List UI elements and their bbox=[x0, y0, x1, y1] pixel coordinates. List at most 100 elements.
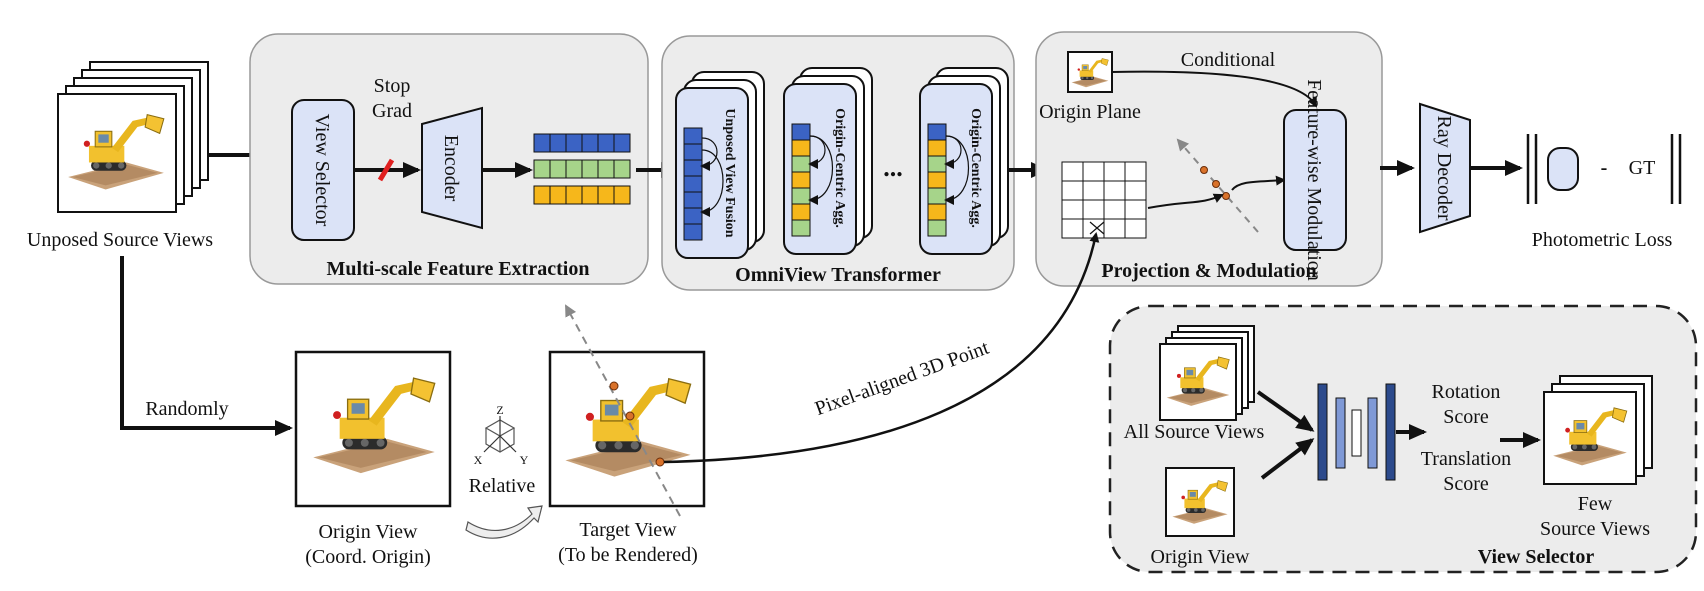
pixel-aligned-label: Pixel-aligned 3D Point bbox=[812, 337, 992, 421]
stop-grad-mark bbox=[377, 158, 395, 182]
grid-cell bbox=[1082, 180, 1105, 201]
block3-label: Origin-Centric Agg. bbox=[968, 108, 983, 228]
grid-cell bbox=[1082, 218, 1105, 239]
token-cell bbox=[927, 123, 947, 141]
feature-cell bbox=[581, 185, 599, 205]
rotation-score-l2: Score bbox=[1443, 406, 1489, 428]
conditional-label: Conditional bbox=[1181, 49, 1276, 71]
few-source-views-stack bbox=[1543, 375, 1653, 485]
grid-cell bbox=[1103, 161, 1126, 182]
origin-centric-agg-block-2: Origin-Centric Agg. bbox=[919, 67, 1009, 255]
few-source-l1: Few bbox=[1578, 493, 1613, 515]
block2-label: Origin-Centric Agg. bbox=[832, 108, 847, 228]
token-cell bbox=[927, 139, 947, 157]
view-selector-title: View Selector bbox=[1478, 546, 1595, 568]
omni-title: OmniView Transformer bbox=[735, 264, 941, 286]
vs-origin-view-label: Origin View bbox=[1151, 546, 1251, 568]
view-selector-panel bbox=[1108, 304, 1698, 574]
translation-score-l2: Score bbox=[1443, 473, 1489, 495]
token-cell bbox=[791, 203, 811, 221]
feature-cell bbox=[597, 185, 615, 205]
target-ray-line bbox=[565, 304, 681, 517]
token-cell bbox=[791, 219, 811, 237]
token-cell bbox=[927, 171, 947, 189]
gt-label: GT bbox=[1629, 157, 1656, 179]
multi-scale-features bbox=[533, 133, 631, 205]
token-cell bbox=[791, 123, 811, 141]
grid-cell bbox=[1103, 199, 1126, 220]
unposed-source-views bbox=[57, 61, 209, 213]
origin-plane-label: Origin Plane bbox=[1039, 101, 1141, 123]
axis-y-label: Y bbox=[520, 453, 529, 467]
randomly-arrow bbox=[120, 256, 293, 436]
grid-cell bbox=[1124, 199, 1147, 220]
grid-cell bbox=[1124, 218, 1147, 239]
axis-triad-icon: Z X Y bbox=[474, 403, 529, 467]
grid-cell bbox=[1082, 199, 1105, 220]
token-cell bbox=[927, 155, 947, 173]
token-cell bbox=[927, 187, 947, 205]
unposed-view-fusion-block: Unposed View Fusion bbox=[675, 71, 765, 259]
curved-arrow-icon bbox=[465, 505, 543, 539]
grid-cell bbox=[1061, 180, 1084, 201]
token-cell bbox=[683, 175, 703, 193]
translation-score-l1: Translation bbox=[1421, 448, 1511, 470]
grid-cell bbox=[1103, 180, 1126, 201]
axis-z-label: Z bbox=[496, 403, 503, 417]
relative-label: Relative bbox=[469, 475, 536, 497]
projected-point-mark bbox=[1089, 221, 1105, 235]
pixel-aligned-arrow bbox=[663, 232, 1100, 464]
token-cell bbox=[927, 203, 947, 221]
feature-cell bbox=[581, 159, 599, 179]
feature-modulation-block bbox=[1283, 109, 1347, 251]
rendered-pixel-icon bbox=[1547, 147, 1579, 191]
feature-cell bbox=[549, 185, 567, 205]
ray-decoder-label: Ray Decoder bbox=[1433, 116, 1455, 221]
all-source-views-label: All Source Views bbox=[1124, 421, 1265, 443]
token-cell bbox=[791, 187, 811, 205]
feature-cell bbox=[549, 133, 567, 153]
token-cell bbox=[683, 127, 703, 145]
feature-cell bbox=[533, 133, 551, 153]
view-selector-network bbox=[1317, 383, 1396, 481]
token-cell bbox=[683, 223, 703, 241]
feature-cell bbox=[597, 133, 615, 153]
feature-cell bbox=[549, 159, 567, 179]
view-selector-label: View Selector bbox=[311, 114, 333, 227]
origin-view-label: Origin View bbox=[319, 521, 419, 543]
photometric-loss-label: Photometric Loss bbox=[1532, 229, 1673, 251]
token-cell bbox=[791, 155, 811, 173]
token-cell bbox=[791, 139, 811, 157]
grad-label: Grad bbox=[372, 100, 412, 122]
all-source-views-stack bbox=[1159, 325, 1255, 421]
few-source-l2: Source Views bbox=[1540, 518, 1650, 540]
origin-view-sublabel: (Coord. Origin) bbox=[305, 546, 431, 568]
feature-cell bbox=[613, 185, 631, 205]
token-cell bbox=[791, 171, 811, 189]
modulation-label: Feature-wise Modulation bbox=[1303, 79, 1325, 281]
grid-cell bbox=[1082, 161, 1105, 182]
mfe-title: Multi-scale Feature Extraction bbox=[327, 258, 590, 280]
source-views-label: Unposed Source Views bbox=[27, 229, 213, 251]
target-view-label: Target View bbox=[579, 519, 677, 541]
feature-cell bbox=[613, 133, 631, 153]
feature-plane-grid bbox=[1061, 161, 1147, 239]
token-cell bbox=[683, 207, 703, 225]
target-view-sublabel: (To be Rendered) bbox=[558, 544, 698, 566]
feature-cell bbox=[533, 185, 551, 205]
randomly-label: Randomly bbox=[145, 398, 228, 420]
token-cell bbox=[683, 191, 703, 209]
projection-title: Projection & Modulation bbox=[1101, 260, 1316, 282]
encoder-block bbox=[421, 106, 483, 230]
block1-label: Unposed View Fusion bbox=[722, 108, 737, 237]
photometric-loss-expr: - GT bbox=[1526, 134, 1682, 204]
feature-cell bbox=[565, 185, 583, 205]
rotation-score-l1: Rotation bbox=[1432, 381, 1501, 403]
ray-decoder-block bbox=[1419, 102, 1471, 234]
token-cell bbox=[683, 159, 703, 177]
axis-x-label: X bbox=[474, 453, 483, 467]
feature-cell bbox=[533, 159, 551, 179]
grid-cell bbox=[1103, 218, 1126, 239]
feature-cell bbox=[613, 159, 631, 179]
